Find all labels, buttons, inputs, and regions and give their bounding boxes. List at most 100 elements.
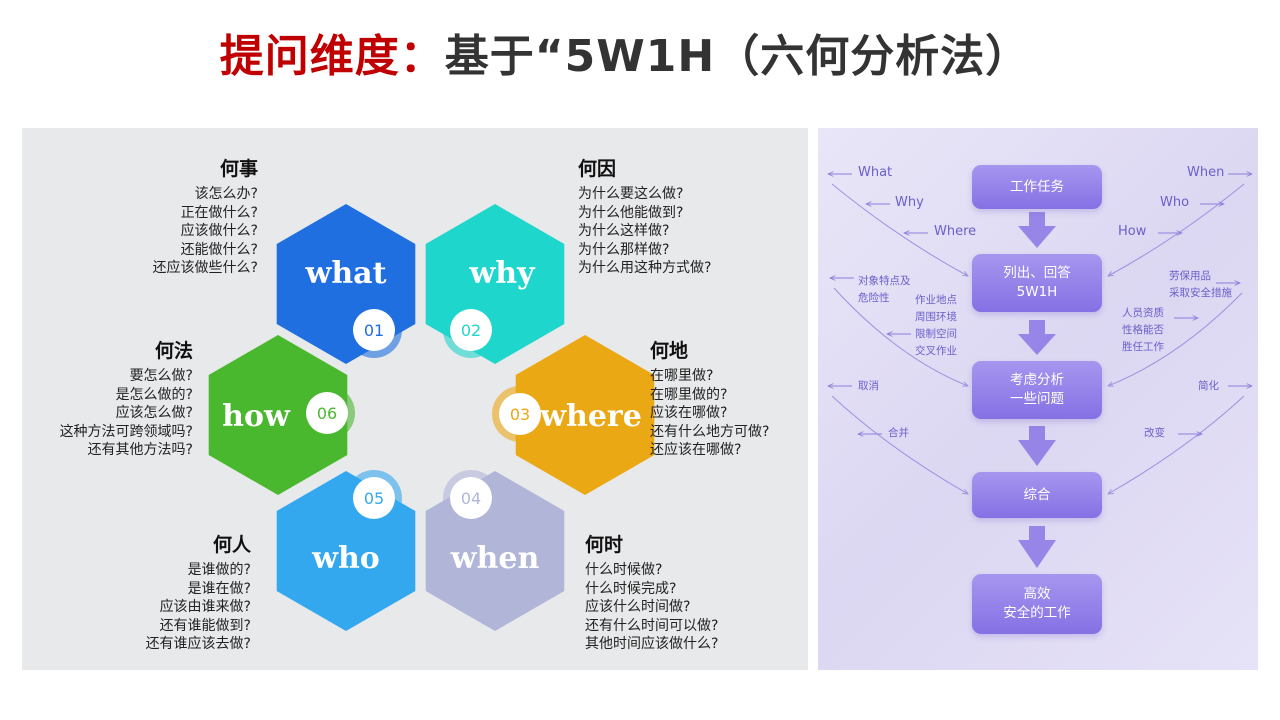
note-object: 对象特点及 危险性	[858, 273, 911, 307]
note-site-line1: 作业地点	[915, 294, 957, 306]
badge-number-03: 03	[510, 405, 530, 424]
how-questions: 何法 要怎么做? 是怎么做的? 应该怎么做? 这种方法可跨领域吗? 还有其他方法…	[60, 336, 193, 460]
badge-05	[353, 477, 395, 519]
who-head: 何人	[212, 534, 251, 556]
label-why: Why	[895, 195, 924, 210]
when-questions: 何时 什么时候做? 什么时候完成? 应该什么时间做? 还有什么时间可以做? 其他…	[585, 530, 718, 654]
why-q1: 为什么要这么做?	[578, 186, 684, 202]
note-cancel: 取消	[858, 380, 879, 392]
hexagon-label-where: where	[539, 399, 642, 434]
note-change: 改变	[1144, 427, 1165, 439]
why-q5: 为什么用这种方式做?	[578, 260, 712, 276]
title-main: 基于“5W1H（六何分析法）	[444, 31, 1031, 82]
note-simplify: 简化	[1198, 380, 1219, 392]
where-q2: 在哪里做的?	[650, 386, 728, 403]
page-title: 提问维度：基于“5W1H（六何分析法）	[0, 20, 1250, 84]
what-q5: 还应该做些什么?	[152, 260, 258, 276]
where-q5: 还应该在哪做?	[650, 442, 742, 458]
how-q3: 应该怎么做?	[115, 405, 193, 421]
hexagon-label-what: what	[305, 256, 387, 291]
step-result-line2: 安全的工作	[1003, 605, 1071, 621]
who-q2: 是谁在做?	[187, 580, 251, 597]
curve-right-2	[1108, 292, 1243, 386]
step-synthesize-text: 综合	[1023, 486, 1051, 503]
step-list-answer-line1: 列出、回答	[1003, 265, 1071, 281]
step-analyze: 考虑分析 一些问题	[972, 361, 1102, 419]
hexagon-where	[515, 335, 655, 495]
note-object-line1: 对象特点及	[858, 275, 911, 287]
what-q3: 应该做什么?	[180, 223, 258, 239]
what-head: 何事	[219, 158, 258, 180]
what-questions: 何事 该怎么办? 正在做什么? 应该做什么? 还能做什么? 还应该做些什么?	[153, 154, 258, 278]
step-task-text: 工作任务	[1010, 178, 1064, 195]
when-q2: 什么时候完成?	[585, 580, 677, 597]
why-q3: 为什么这样做?	[578, 223, 670, 239]
down-arrow-1	[1018, 212, 1056, 248]
down-arrow-3	[1018, 426, 1056, 466]
step-result: 高效 安全的工作	[972, 574, 1102, 634]
when-q5: 其他时间应该做什么?	[585, 636, 719, 652]
badge-02	[450, 309, 492, 351]
where-q4: 还有什么地方可做?	[650, 423, 770, 440]
label-what: What	[858, 165, 893, 180]
what-q4: 还能做什么?	[180, 241, 258, 258]
note-merge: 合并	[888, 427, 909, 439]
why-questions: 何因 为什么要这么做? 为什么他能做到? 为什么这样做? 为什么那样做? 为什么…	[578, 154, 711, 278]
how-q1: 要怎么做?	[129, 368, 193, 384]
note-site-line4: 交叉作业	[915, 345, 957, 357]
note-site: 作业地点 周围环境 限制空间 交叉作业	[915, 292, 957, 360]
who-questions: 何人 是谁做的? 是谁在做? 应该由谁来做? 还有谁能做到? 还有谁应该去做?	[146, 530, 251, 654]
who-q5: 还有谁应该去做?	[145, 636, 251, 652]
who-q3: 应该由谁来做?	[159, 599, 251, 615]
when-q1: 什么时候做?	[585, 562, 663, 578]
why-q4: 为什么那样做?	[578, 241, 670, 258]
when-q3: 应该什么时间做?	[585, 599, 691, 615]
badge-number-04: 04	[461, 489, 481, 508]
label-who: Who	[1160, 195, 1190, 210]
badge-number-01: 01	[364, 321, 384, 340]
curve-left-3	[831, 395, 968, 494]
how-q4: 这种方法可跨领域吗?	[59, 423, 193, 440]
step-analyze-line2: 一些问题	[1010, 391, 1064, 407]
flow-connectors	[818, 128, 1258, 568]
who-q1: 是谁做的?	[187, 562, 251, 578]
where-q3: 应该在哪做?	[650, 405, 728, 421]
curve-left-2	[833, 287, 968, 386]
badge-number-05: 05	[364, 489, 384, 508]
step-list-answer-line2: 5W1H	[1016, 284, 1058, 300]
down-arrow-4	[1018, 526, 1056, 568]
flow-diagram-panel: 工作任务 列出、回答 5W1H 考虑分析 一些问题 综合 高效 安全的工作 Wh…	[818, 128, 1258, 670]
hexagon-label-how: how	[222, 399, 291, 434]
step-list-answer: 列出、回答 5W1H	[972, 254, 1102, 312]
what-q2: 正在做什么?	[180, 204, 258, 221]
note-person-line2: 性格能否	[1122, 324, 1164, 336]
hexagon-label-why: why	[468, 256, 536, 291]
step-result-line1: 高效	[1023, 586, 1051, 602]
note-ppe-line1: 劳保用品	[1169, 270, 1211, 282]
curve-right-3	[1108, 395, 1245, 494]
hexagon-how	[208, 335, 348, 495]
why-q2: 为什么他能做到?	[578, 204, 684, 221]
where-questions: 何地 在哪里做? 在哪里做的? 应该在哪做? 还有什么地方可做? 还应该在哪做?	[650, 336, 769, 460]
note-site-line3: 限制空间	[915, 328, 957, 340]
badge-03	[499, 393, 541, 435]
when-q4: 还有什么时间可以做?	[585, 617, 719, 634]
down-arrow-2	[1018, 320, 1056, 355]
badge-04	[450, 477, 492, 519]
note-ppe: 劳保用品 采取安全措施	[1169, 268, 1232, 302]
note-person-line3: 胜任工作	[1122, 341, 1164, 353]
who-q4: 还有谁能做到?	[159, 617, 251, 634]
note-person: 人员资质 性格能否 胜任工作	[1122, 305, 1164, 356]
note-person-line1: 人员资质	[1122, 307, 1164, 319]
what-q1: 该怎么办?	[194, 186, 258, 202]
note-ppe-line2: 采取安全措施	[1169, 287, 1232, 299]
how-q5: 还有其他方法吗?	[87, 442, 193, 458]
where-head: 何地	[650, 340, 689, 362]
label-how: How	[1118, 224, 1147, 239]
where-q1: 在哪里做?	[650, 368, 714, 384]
label-where: Where	[934, 224, 977, 239]
step-analyze-line1: 考虑分析	[1010, 372, 1064, 388]
curve-left-1	[831, 183, 968, 276]
badge-06	[306, 392, 348, 434]
title-prefix: 提问维度：	[219, 31, 445, 82]
